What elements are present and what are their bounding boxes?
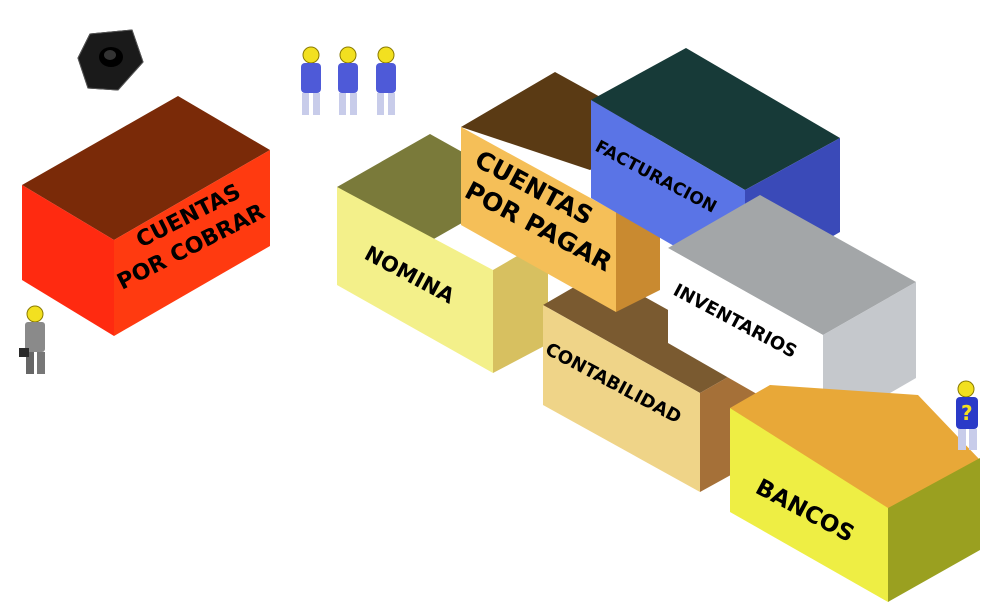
hex-nut-icon — [77, 29, 144, 91]
block-cuentas-por-cobrar: CUENTAS POR COBRAR — [22, 96, 270, 336]
question-mark-icon: ? — [961, 401, 973, 425]
block-side — [888, 458, 980, 602]
block-front — [730, 408, 888, 602]
person-figure-icon — [376, 46, 396, 115]
briefcase-icon — [19, 348, 29, 357]
person-figure-icon — [301, 46, 321, 115]
block-top — [591, 48, 840, 190]
block-bancos: BANCOS — [730, 385, 980, 602]
person-figure-group — [301, 46, 396, 115]
block-front — [337, 187, 493, 373]
block-nomina: NOMINA — [337, 134, 548, 373]
block-top — [668, 195, 916, 335]
businessman-figure-icon — [19, 305, 45, 374]
person-figure-icon — [338, 46, 358, 115]
block-front — [543, 305, 700, 492]
block-front — [461, 127, 616, 312]
question-figure-icon: ? — [956, 380, 978, 450]
block-front — [22, 185, 114, 336]
block-top — [22, 96, 270, 240]
block-side — [493, 238, 548, 373]
block-side — [114, 150, 270, 336]
block-top — [730, 385, 980, 510]
